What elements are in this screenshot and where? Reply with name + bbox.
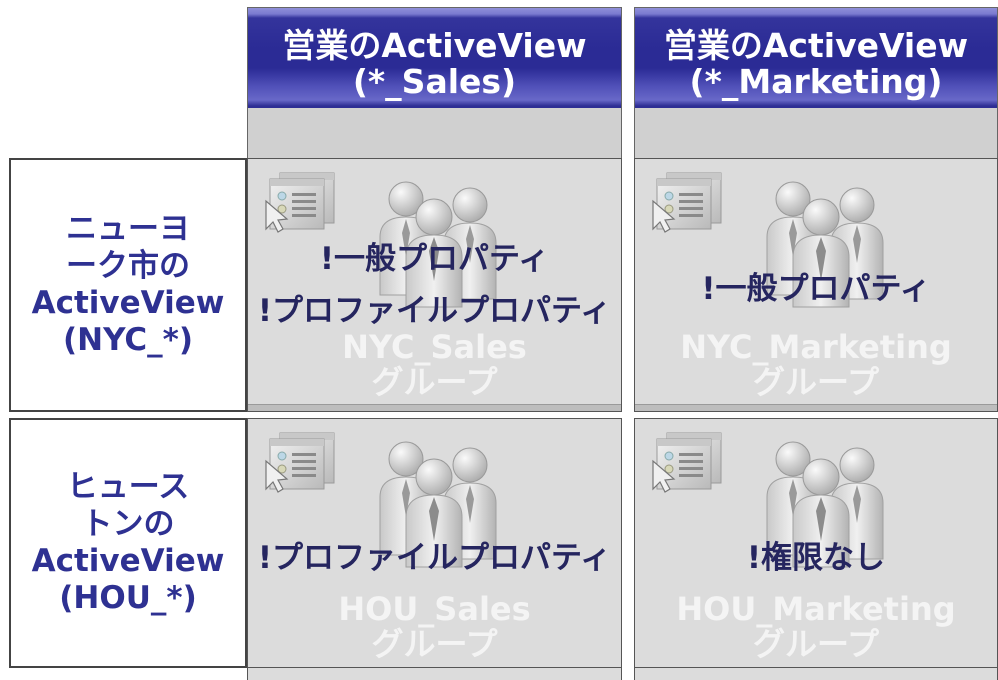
window-properties-icon xyxy=(264,431,336,493)
row-title-line: (NYC_*) xyxy=(62,322,194,358)
group-name: NYC_Marketing xyxy=(680,328,952,366)
permission-label: !プロファイルプロパティ xyxy=(257,293,612,329)
window-properties-icon xyxy=(651,171,723,233)
cell-divider xyxy=(635,404,997,411)
column-header-title: 営業のActiveView (*_Marketing) xyxy=(635,28,997,100)
group-name: NYC_Sales xyxy=(342,328,527,366)
row-title: ニューヨ ーク市の ActiveView (NYC_*) xyxy=(28,211,228,359)
cell-hou-sales: !プロファイルプロパティ HOU_Sales グループ xyxy=(247,418,622,668)
group-suffix: グループ xyxy=(752,625,880,663)
column-header-marketing: 営業のActiveView (*_Marketing) xyxy=(634,7,998,158)
cell-nyc-marketing: !一般プロパティ NYC_Marketing グループ xyxy=(634,158,998,412)
permission-label: !プロファイルプロパティ xyxy=(257,540,612,576)
row-title-line: (HOU_*) xyxy=(59,580,197,616)
permission-label: !一般プロパティ xyxy=(319,241,550,277)
permission-label: !権限なし xyxy=(746,540,886,576)
window-properties-icon xyxy=(264,171,336,233)
group-name: HOU_Sales xyxy=(338,590,531,628)
cell-divider xyxy=(248,404,621,411)
row-title-line: ActiveView xyxy=(31,543,225,579)
row-title: ヒュース トンの ActiveView (HOU_*) xyxy=(28,469,228,617)
row-header-nyc: ニューヨ ーク市の ActiveView (NYC_*) xyxy=(9,158,247,412)
row-title-line: ーク市の xyxy=(66,248,190,284)
group-suffix: グループ xyxy=(371,363,498,401)
column-header-band xyxy=(635,8,997,108)
group-suffix: グループ xyxy=(371,625,498,663)
column-header-title: 営業のActiveView (*_Sales) xyxy=(248,28,621,100)
column-title-line2: (*_Sales) xyxy=(352,62,517,101)
row-title-line: ヒュース xyxy=(66,469,190,505)
column-title-line2: (*_Marketing) xyxy=(689,62,943,101)
column-title-line1: 営業のActiveView xyxy=(282,26,587,65)
column-header-sales: 営業のActiveView (*_Sales) xyxy=(247,7,622,158)
column-title-line1: 営業のActiveView xyxy=(663,26,969,65)
window-properties-icon xyxy=(651,431,723,493)
permission-label: !一般プロパティ xyxy=(701,271,931,307)
row-title-line: トンの xyxy=(81,506,175,542)
grid-continuation xyxy=(634,668,998,680)
grid-continuation xyxy=(247,668,622,680)
row-header-hou: ヒュース トンの ActiveView (HOU_*) xyxy=(9,418,247,668)
group-suffix: グループ xyxy=(752,363,880,401)
column-header-band xyxy=(248,8,621,108)
cell-nyc-sales: !一般プロパティ !プロファイルプロパティ NYC_Sales グループ xyxy=(247,158,622,412)
group-name: HOU_Marketing xyxy=(676,590,956,628)
row-title-line: ActiveView xyxy=(31,285,225,321)
cell-hou-marketing: !権限なし HOU_Marketing グループ xyxy=(634,418,998,668)
row-title-line: ニューヨ xyxy=(66,211,190,247)
